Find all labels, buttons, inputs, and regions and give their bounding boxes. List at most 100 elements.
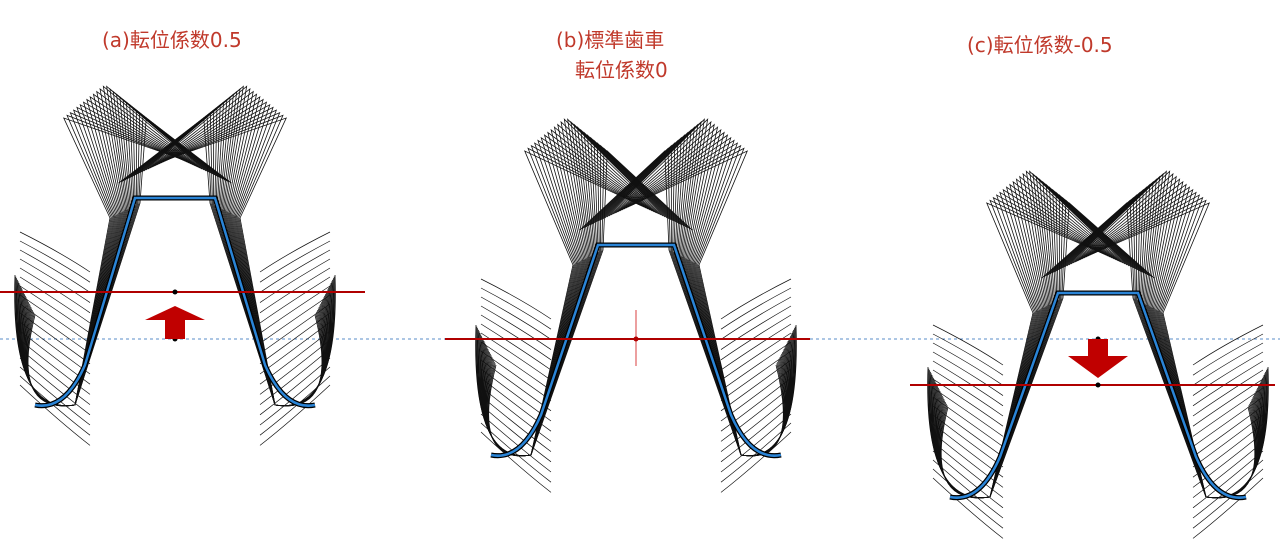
- bowl-line-right: [259, 276, 331, 324]
- bowl-line-left: [932, 342, 1004, 386]
- bowl-line-left: [19, 294, 91, 344]
- bowl-line-left: [19, 312, 91, 365]
- bowl-line-right: [720, 386, 792, 442]
- bowl-line-right: [259, 231, 331, 273]
- panel-b: [445, 118, 810, 493]
- envelope-curves: [475, 118, 797, 457]
- envelope-curve-right: [120, 114, 323, 407]
- bowl-line-left: [19, 303, 91, 354]
- bowl-line-left: [932, 360, 1004, 407]
- bowl-line-right: [720, 332, 792, 381]
- bowl-line-left: [932, 351, 1004, 396]
- bowl-line-left: [480, 296, 552, 340]
- envelope-curve-left: [477, 139, 649, 457]
- bowl-line-right: [720, 368, 792, 422]
- bowl-line-left: [480, 386, 552, 442]
- bowl-line-right: [720, 314, 792, 361]
- envelope-curves: [14, 85, 336, 407]
- bowl-line-right: [720, 278, 792, 320]
- envelope-curve-left: [477, 142, 647, 457]
- bowl-line-left: [932, 468, 1004, 529]
- bowl-line-right: [720, 287, 792, 330]
- bowl-line-left: [19, 384, 91, 446]
- envelope-curve-left: [27, 117, 232, 407]
- root-bowl-hatch: [480, 278, 792, 493]
- bowl-line-left: [480, 314, 552, 361]
- bowl-line-left: [480, 368, 552, 422]
- bowl-line-left: [932, 324, 1004, 366]
- bowl-line-left: [19, 357, 91, 416]
- envelope-curve-left: [25, 106, 224, 407]
- bowl-line-right: [259, 303, 331, 354]
- bowl-line-right: [720, 305, 792, 350]
- bowl-line-left: [932, 450, 1004, 509]
- bowl-line-right: [1192, 432, 1264, 488]
- bowl-line-right: [1192, 450, 1264, 509]
- root-bowl-hatch: [19, 231, 331, 446]
- bowl-line-left: [932, 387, 1004, 437]
- envelope-curve-right: [118, 117, 323, 407]
- bowl-line-right: [1192, 477, 1264, 539]
- bowl-line-left: [932, 405, 1004, 458]
- root-bowl-hatch: [932, 324, 1264, 539]
- envelope-curve-right: [623, 139, 795, 457]
- bowl-line-right: [1192, 360, 1264, 407]
- bowl-line-left: [19, 231, 91, 273]
- bowl-line-right: [259, 240, 331, 283]
- bowl-line-left: [19, 249, 91, 293]
- bowl-line-right: [720, 341, 792, 391]
- bowl-line-left: [19, 240, 91, 283]
- arrow-down-icon: [1068, 339, 1128, 378]
- bowl-line-right: [259, 267, 331, 314]
- bowl-line-right: [259, 330, 331, 385]
- bowl-line-left: [932, 333, 1004, 376]
- bowl-line-right: [259, 375, 331, 436]
- bowl-line-left: [480, 377, 552, 432]
- envelope-curve-left: [26, 109, 226, 407]
- tooth-profile: [34, 196, 316, 407]
- tooth-profile: [490, 243, 782, 457]
- bowl-line-right: [259, 339, 331, 395]
- bowl-line-right: [1192, 369, 1264, 417]
- bowl-line-right: [259, 357, 331, 416]
- bowl-line-right: [720, 395, 792, 452]
- bowl-line-right: [720, 296, 792, 340]
- panel-a: [0, 85, 365, 446]
- pitch-point: [1095, 382, 1101, 388]
- panel-b-title: (b)標準歯車: [556, 28, 665, 52]
- panel-b-subtitle: 転位係数0: [575, 58, 668, 82]
- bowl-line-left: [932, 477, 1004, 539]
- bowl-line-left: [480, 341, 552, 391]
- envelope-curve-right: [1091, 199, 1269, 499]
- arrow-up-icon: [145, 306, 205, 339]
- bowl-line-left: [480, 323, 552, 371]
- envelope-curve-right: [124, 109, 324, 407]
- bowl-line-left: [480, 431, 552, 493]
- bowl-line-left: [480, 422, 552, 483]
- bowl-line-left: [480, 332, 552, 381]
- bowl-line-right: [1192, 468, 1264, 529]
- bowl-line-right: [259, 384, 331, 446]
- envelope-curve-right: [625, 142, 795, 457]
- envelope-curve-right: [1081, 186, 1265, 499]
- pitch-point: [633, 336, 639, 342]
- pitch-point: [172, 289, 178, 295]
- envelope-curve-left: [488, 150, 693, 457]
- bowl-line-right: [259, 294, 331, 344]
- bowl-line-right: [259, 348, 331, 405]
- bowl-line-left: [932, 441, 1004, 498]
- panel-c-title: (c)転位係数-0.5: [967, 33, 1113, 57]
- bowl-line-left: [19, 375, 91, 436]
- tooth-profile: [949, 291, 1247, 499]
- bowl-line-left: [932, 432, 1004, 488]
- envelope-curve-right: [1041, 202, 1256, 499]
- bowl-line-left: [480, 278, 552, 320]
- bowl-line-left: [932, 369, 1004, 417]
- bowl-line-right: [1192, 441, 1264, 498]
- bowl-line-left: [480, 287, 552, 330]
- bowl-line-right: [1192, 351, 1264, 396]
- panel-c: [910, 170, 1275, 539]
- envelope-curve-left: [940, 202, 1155, 499]
- bowl-line-left: [480, 395, 552, 452]
- bowl-line-right: [720, 422, 792, 483]
